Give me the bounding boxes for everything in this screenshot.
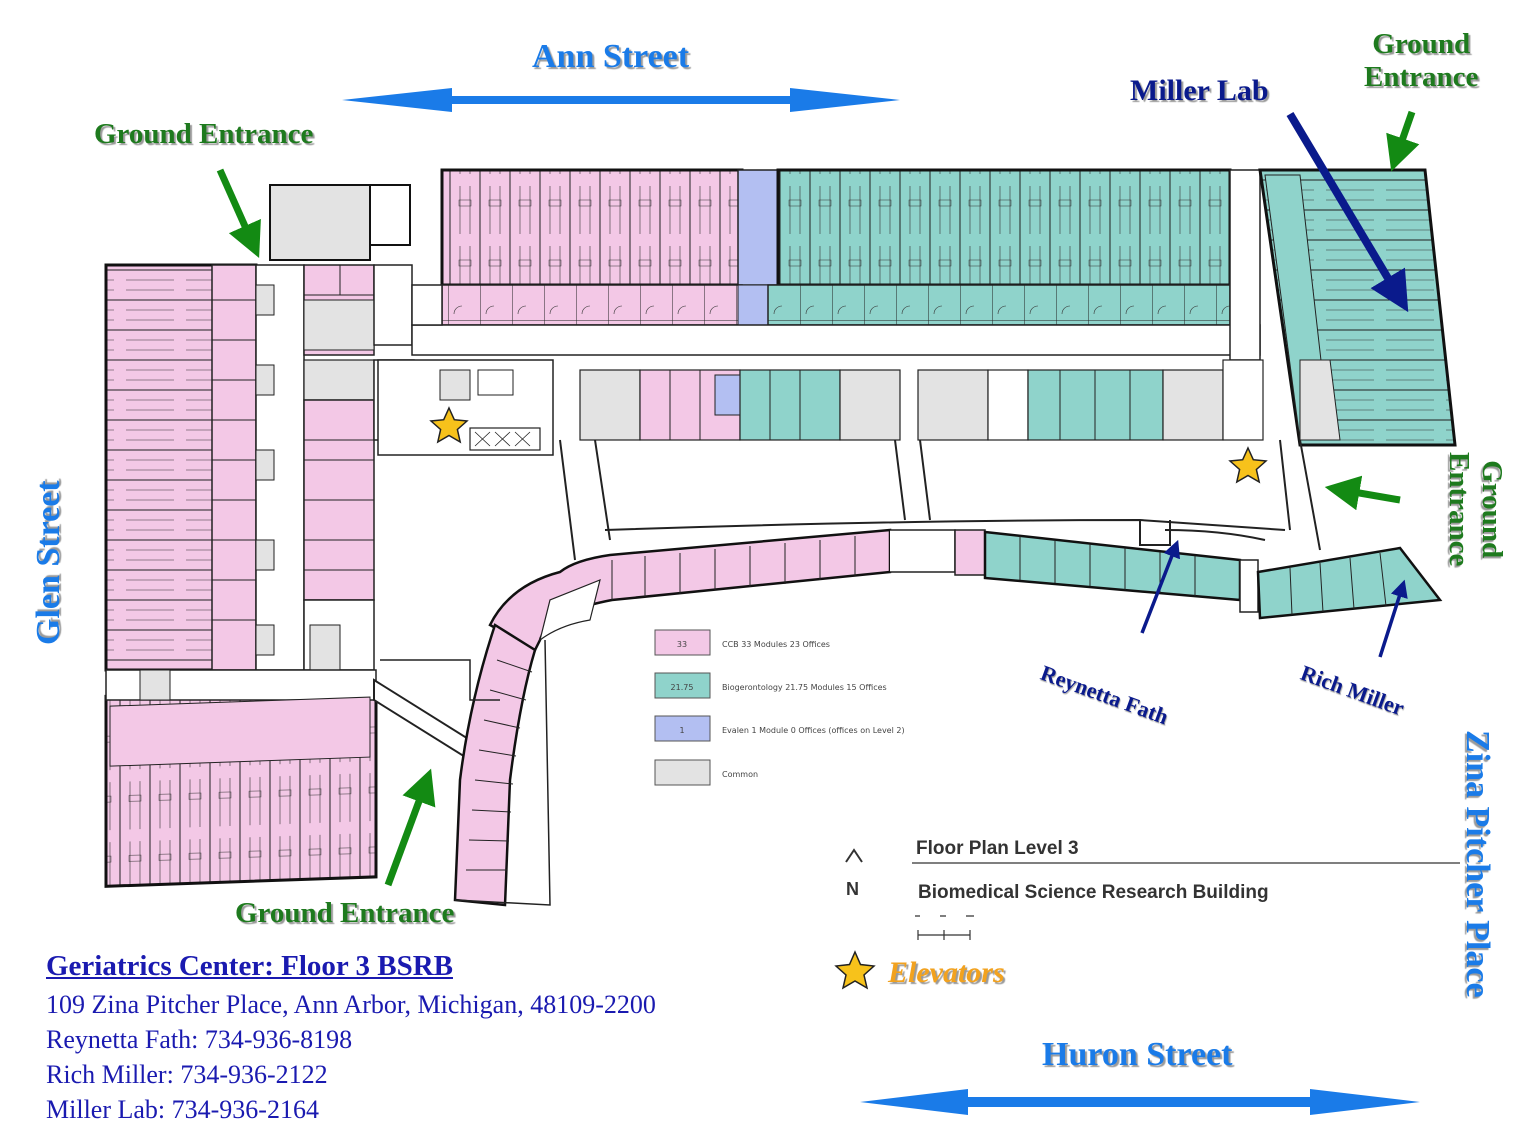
miller-lab-arrow-icon	[1286, 111, 1409, 313]
entrance-arrow-top-right-icon	[1386, 110, 1420, 172]
plan-building-title: Biomedical Science Research Building	[918, 882, 1269, 903]
legend-text-ccb: CCB 33 Modules 23 Offices	[722, 640, 830, 649]
legend-text-common: Common	[722, 770, 758, 779]
legend-swatch-common	[654, 759, 711, 786]
entrance-arrows	[216, 110, 1420, 887]
entrance-arrow-right-icon	[1324, 475, 1401, 511]
elevator-star-icon	[1228, 446, 1268, 484]
legend-swatch-biogerontology	[654, 672, 711, 699]
legend-swatch-evalen-value: 1	[679, 726, 684, 735]
street-label-north: Ann Street	[532, 38, 690, 75]
plan-level-title: Floor Plan Level 3	[916, 838, 1079, 859]
legend-swatch-ccb-value: 33	[677, 640, 687, 649]
entrance-label-top-left: Ground Entrance	[94, 118, 314, 150]
entrance-label-right-line2: Entrance	[1442, 452, 1475, 567]
ann-street-arrow-icon	[342, 88, 900, 112]
entrance-label-top-right-line2: Entrance	[1364, 61, 1479, 94]
legend-swatch-biogerontology-value: 21.75	[671, 683, 694, 692]
elevator-star-icon	[429, 406, 469, 444]
street-label-east: Zina Pitcher Place	[1459, 730, 1496, 998]
legend-swatch-evalen	[654, 715, 711, 742]
south-wing	[380, 528, 1443, 907]
north-wing	[411, 168, 1261, 361]
central-core	[377, 359, 1264, 456]
info-reynetta-phone: Reynetta Fath: 734-936-8198	[46, 1025, 353, 1054]
entrance-label-right: Ground Entrance	[1441, 452, 1508, 566]
north-label: N	[846, 879, 859, 899]
info-address: 109 Zina Pitcher Place, Ann Arbor, Michi…	[46, 990, 656, 1019]
connector-corridors	[559, 439, 1321, 561]
street-label-west: Glen Street	[30, 480, 67, 645]
southwest-wing	[104, 669, 471, 888]
entrance-label-bottom: Ground Entrance	[235, 897, 455, 929]
legend: 33 CCB 33 Modules 23 Offices 21.75 Bioge…	[654, 629, 905, 786]
legend-text-biogerontology: Biogerontology 21.75 Modules 15 Offices	[722, 683, 887, 692]
entrance-arrow-top-left-icon	[216, 168, 261, 258]
northeast-wing	[1258, 168, 1457, 447]
info-lab-phone: Miller Lab: 734-936-2164	[46, 1095, 319, 1124]
callout-miller-lab: Miller Lab	[1130, 74, 1269, 107]
entrance-label-top-right: Ground Entrance	[1364, 28, 1478, 95]
entrance-arrow-bottom-icon	[384, 768, 436, 887]
north-arrow-icon	[845, 848, 863, 863]
scale-bar-icon	[915, 915, 974, 940]
callout-arrows	[1140, 111, 1409, 658]
rich-arrow-icon	[1378, 579, 1408, 658]
west-wing	[104, 184, 415, 672]
info-rich-phone: Rich Miller: 734-936-2122	[46, 1060, 328, 1089]
elevators-legend-label: Elevators	[888, 956, 1005, 989]
entrance-label-right-line1: Ground	[1476, 460, 1508, 559]
legend-text-evalen: Evalen 1 Module 0 Offices (offices on Le…	[722, 726, 905, 735]
huron-street-arrow-icon	[860, 1089, 1420, 1115]
entrance-label-top-right-line1: Ground	[1372, 28, 1471, 60]
contact-info-block: Geriatrics Center: Floor 3 BSRB 109 Zina…	[46, 950, 656, 1127]
street-label-south: Huron Street	[1042, 1036, 1233, 1073]
elevator-star-legend-icon	[834, 950, 876, 990]
info-title: Geriatrics Center: Floor 3 BSRB	[46, 950, 453, 982]
legend-swatch-ccb	[654, 629, 711, 656]
reynetta-arrow-icon	[1140, 539, 1180, 634]
